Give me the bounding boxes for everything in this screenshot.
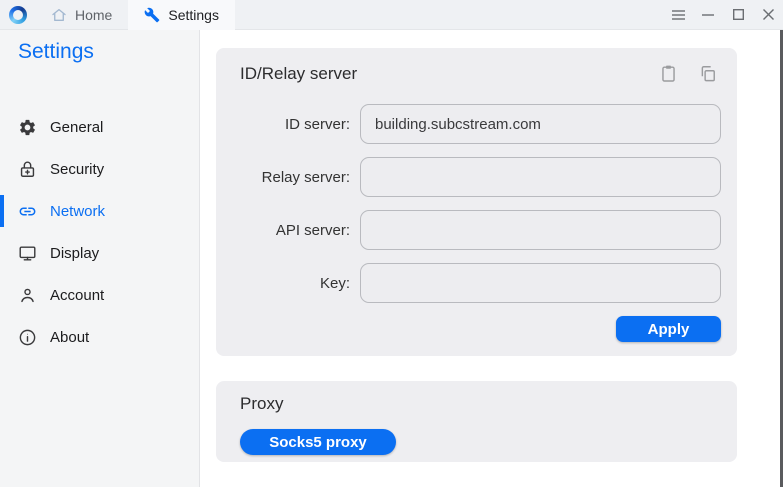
- monitor-icon: [18, 244, 37, 263]
- id-relay-server-card: ID/Relay server: [216, 48, 737, 356]
- menu-button[interactable]: [663, 0, 693, 30]
- app-logo-icon: [9, 6, 27, 24]
- relay-server-input[interactable]: [360, 157, 721, 197]
- apply-button[interactable]: Apply: [616, 316, 721, 342]
- maximize-button[interactable]: [723, 0, 753, 30]
- proxy-card: Proxy Socks5 proxy: [216, 381, 737, 462]
- sidebar-item-label: About: [50, 328, 90, 346]
- sidebar-item-security[interactable]: Security: [0, 148, 199, 190]
- sidebar-item-general[interactable]: General: [0, 106, 199, 148]
- form-row-relay-server: Relay server:: [240, 157, 721, 197]
- settings-sidebar: Settings General: [0, 30, 200, 487]
- sidebar-item-label: Network: [50, 202, 106, 220]
- relay-server-label: Relay server:: [261, 168, 350, 186]
- id-server-label: ID server:: [284, 115, 350, 133]
- key-label: Key:: [319, 274, 350, 292]
- api-server-input[interactable]: [360, 210, 721, 250]
- form-row-key: Key:: [240, 263, 721, 303]
- card-title: ID/Relay server: [240, 64, 358, 83]
- sidebar-item-label: Account: [50, 286, 105, 304]
- id-server-input[interactable]: [360, 104, 721, 144]
- minimize-icon: [702, 13, 714, 16]
- wrench-icon: [144, 7, 160, 23]
- window-controls: [663, 0, 783, 29]
- form-row-api-server: API server:: [240, 210, 721, 250]
- sidebar-item-label: Display: [50, 244, 100, 262]
- sidebar-item-label: Security: [50, 160, 105, 178]
- home-icon: [51, 7, 67, 23]
- tab-settings[interactable]: Settings: [128, 0, 235, 30]
- lock-icon: [18, 160, 37, 179]
- maximize-icon: [732, 9, 744, 20]
- tab-home-label: Home: [75, 7, 113, 23]
- sidebar-item-account[interactable]: Account: [0, 274, 199, 316]
- proxy-card-title: Proxy: [240, 394, 284, 413]
- menu-icon: [671, 9, 685, 20]
- info-icon: [18, 328, 37, 347]
- sidebar-item-network[interactable]: Network: [0, 190, 199, 232]
- sidebar-item-display[interactable]: Display: [0, 232, 199, 274]
- person-icon: [18, 286, 37, 305]
- paste-icon[interactable]: [659, 64, 678, 83]
- sidebar-item-label: General: [50, 118, 104, 136]
- settings-nav: General Security: [0, 106, 199, 358]
- close-icon: [762, 9, 774, 20]
- tab-home[interactable]: Home: [35, 0, 128, 30]
- api-server-label: API server:: [275, 221, 350, 239]
- titlebar: Home Settings: [0, 0, 783, 30]
- copy-icon[interactable]: [698, 64, 717, 83]
- sidebar-item-about[interactable]: About: [0, 316, 199, 358]
- socks5-proxy-button[interactable]: Socks5 proxy: [240, 429, 396, 455]
- gear-icon: [18, 118, 37, 137]
- page-title: Settings: [18, 40, 94, 63]
- id-relay-form: ID server: Relay server: API server: Key…: [240, 104, 721, 303]
- settings-content: ID/Relay server: [200, 30, 783, 487]
- key-input[interactable]: [360, 263, 721, 303]
- vertical-scrollbar[interactable]: [780, 30, 783, 487]
- close-button[interactable]: [753, 0, 783, 30]
- form-row-id-server: ID server:: [240, 104, 721, 144]
- tab-settings-label: Settings: [168, 7, 219, 23]
- link-icon: [18, 202, 37, 221]
- minimize-button[interactable]: [693, 0, 723, 30]
